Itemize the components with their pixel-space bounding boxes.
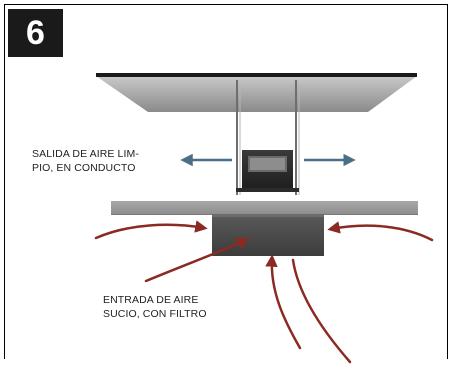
dirty-air-intake-label: ENTRADA DE AIRE SUCIO, CON FILTRO (103, 293, 263, 321)
dirty-air-arrow-right-top (327, 221, 434, 242)
dirty-air-arrows (94, 220, 434, 364)
dirty-air-arrow-left-mid (144, 237, 250, 283)
dirty-air-arrow-bottom-2 (291, 258, 352, 364)
frame-bottom-open-edge (4, 359, 448, 379)
clean-air-outlet-label: SALIDA DE AIRE LIM- PIO, EN CONDUCTO (32, 147, 182, 175)
step-number-badge: 6 (8, 9, 63, 57)
clean-air-label-line2: PIO, EN CONDUCTO (32, 162, 136, 175)
clean-air-label-line1: SALIDA DE AIRE LIM- (32, 148, 139, 160)
dirty-air-arrow-left-top (94, 220, 208, 240)
dirty-air-label-line2: SUCIO, CON FILTRO (103, 308, 207, 321)
diagram-frame (4, 4, 448, 376)
dirty-air-label-line1: ENTRADA DE AIRE (103, 294, 199, 306)
ceiling-panel (96, 73, 417, 112)
duct-rails-shadow (239, 82, 300, 195)
dirty-air-arrow-bottom-1 (265, 254, 302, 350)
hood-body (212, 214, 324, 256)
cabinet-shelf (111, 201, 418, 215)
motor-block (236, 150, 299, 192)
duct-rails (236, 80, 297, 195)
